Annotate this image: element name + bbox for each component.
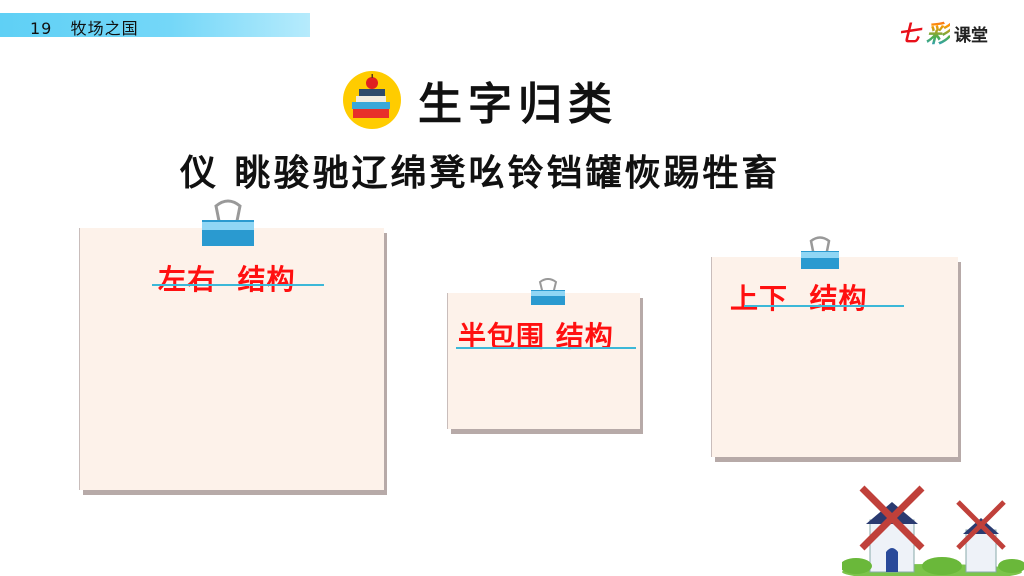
label-underline xyxy=(456,347,636,349)
binder-clip-icon xyxy=(531,278,565,305)
card-label: 左右 结构 xyxy=(158,263,296,296)
lesson-title: 19 牧场之国 xyxy=(30,19,139,38)
books-apple-icon xyxy=(343,71,401,129)
card-semi-enclosed-structure: 半包围 结构 xyxy=(448,293,640,429)
new-characters-list: 仪 眺骏驰辽绵凳吆铃铛罐恢踢牲畜 xyxy=(180,153,781,194)
lesson-header-bar: 19 牧场之国 xyxy=(0,13,310,38)
card-label: 半包围 结构 xyxy=(458,320,614,353)
card-top-bottom-structure: 上下 结构 xyxy=(712,257,958,457)
logo-text-2: 彩 xyxy=(926,14,950,49)
label-underline xyxy=(152,284,324,286)
logo-text-3: 课堂 xyxy=(954,26,988,46)
brand-logo: 七 彩 课堂 xyxy=(896,14,1006,49)
section-title: 生字归类 xyxy=(418,79,618,130)
card-left-right-structure: 左右 结构 xyxy=(80,228,384,490)
binder-clip-icon xyxy=(202,199,254,246)
logo-text-1: 七 xyxy=(898,22,921,47)
label-underline xyxy=(744,305,904,307)
card-label: 上下 结构 xyxy=(730,282,868,315)
binder-clip-icon xyxy=(801,236,839,269)
windmills-illustration xyxy=(842,485,1024,576)
